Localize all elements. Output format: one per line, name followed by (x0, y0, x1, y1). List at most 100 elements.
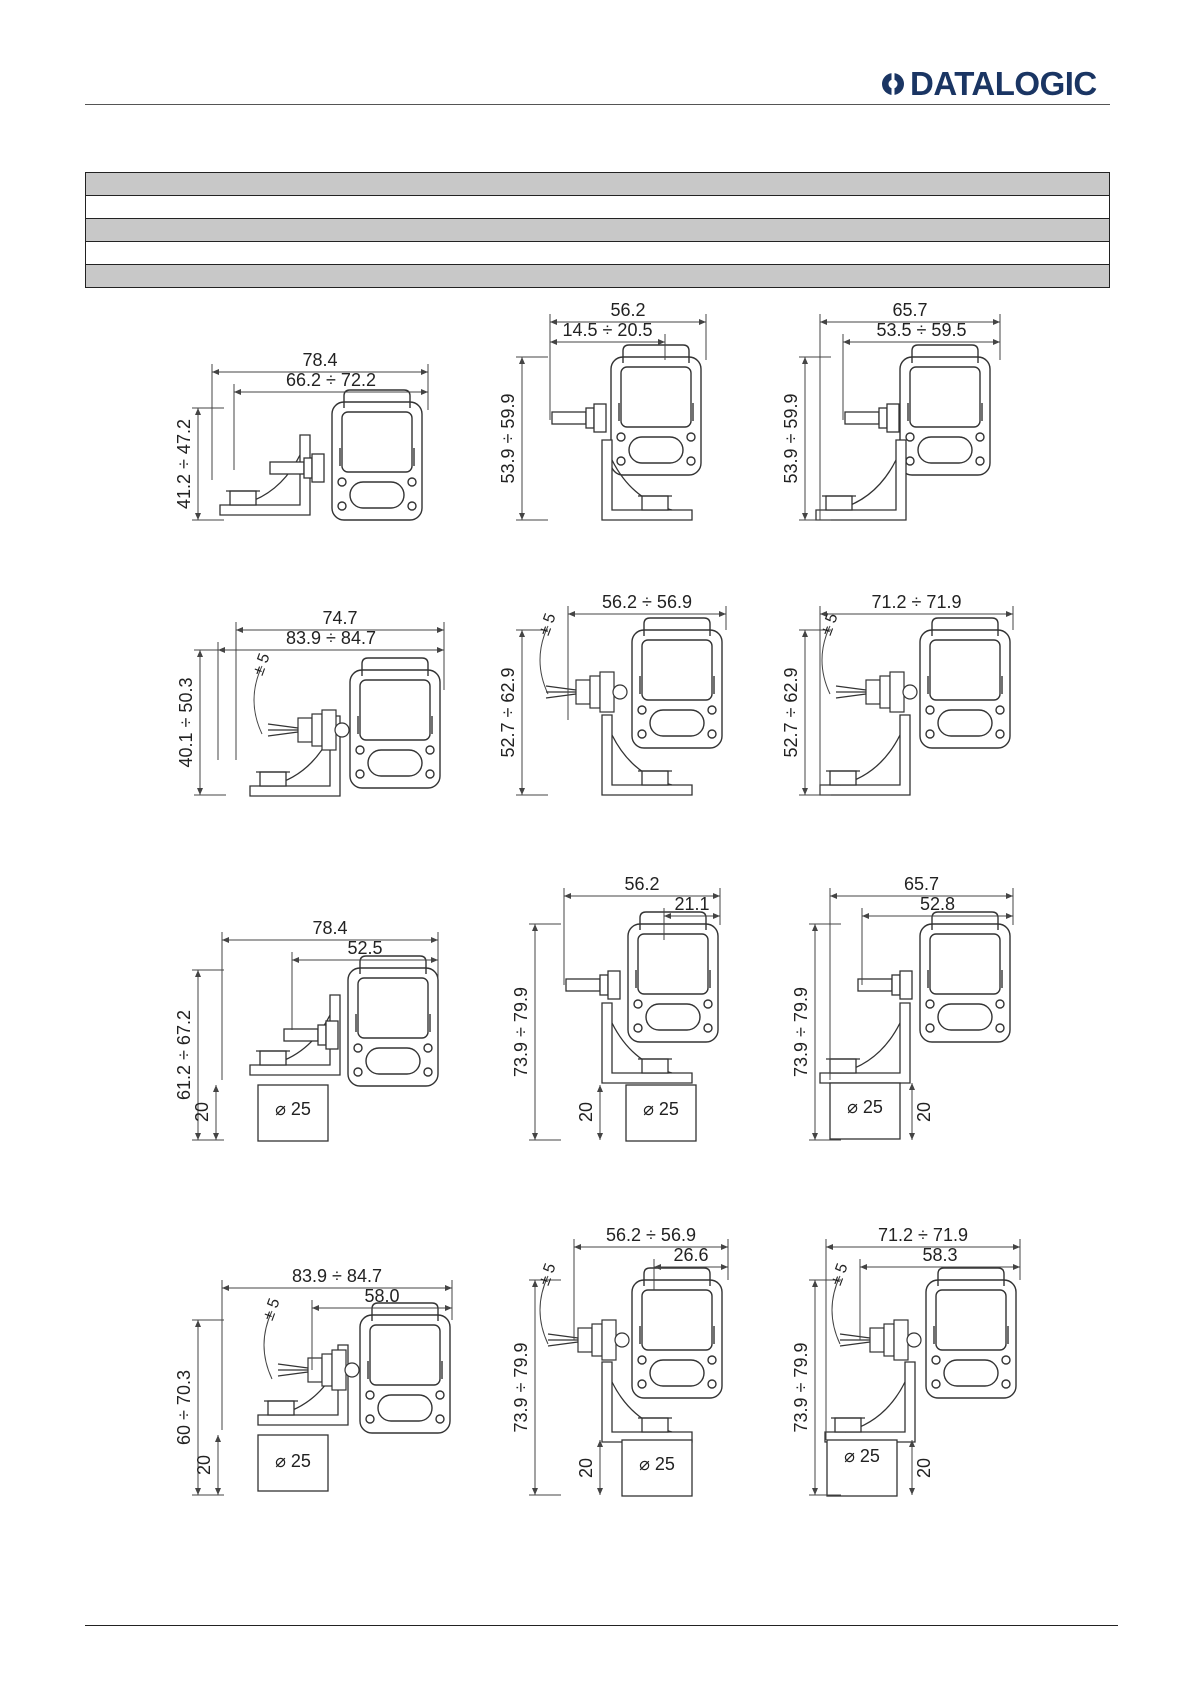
dimension-arrow (862, 913, 869, 919)
dimension-arrow (437, 647, 444, 653)
dimension-arrow (550, 339, 557, 345)
dimension-label: 20 (192, 1102, 212, 1122)
dimension-arrow (236, 627, 243, 633)
dimension-arrow (597, 1133, 603, 1140)
dimension-arrow (550, 319, 557, 325)
dimension-label: 20 (194, 1455, 214, 1475)
dimension-label: ⌀ 25 (844, 1446, 880, 1466)
dimension-arrow (215, 1435, 221, 1442)
drawing-8: 56.221.173.9 ÷ 79.920⌀ 25 (511, 874, 721, 1142)
dimension-arrow (445, 1285, 452, 1291)
dimension-arrow (195, 408, 201, 415)
dimension-label: 20 (914, 1102, 934, 1122)
bracket (824, 1361, 916, 1443)
sensor-body (919, 911, 1011, 1043)
dimension-arrow (1006, 893, 1013, 899)
angle-arc (539, 625, 549, 695)
band-row-1 (85, 172, 1110, 196)
drawing-5: 56.2 ÷ 56.952.7 ÷ 62.9± 5 (498, 592, 727, 796)
dimension-arrow (909, 1488, 915, 1495)
dimension-label: 52.5 (347, 938, 382, 958)
dimension-arrow (802, 788, 808, 795)
sensor-body (919, 617, 1011, 749)
dimension-arrow (830, 893, 837, 899)
sensor-pin (269, 453, 325, 483)
dimension-label: 56.2 ÷ 56.9 (602, 592, 692, 612)
dimension-arrow (445, 1305, 452, 1311)
angle-arc (263, 1310, 273, 1380)
dimension-arrow (909, 1133, 915, 1140)
dimension-label: 73.9 ÷ 79.9 (511, 1343, 531, 1433)
footer-divider (85, 1625, 1118, 1626)
dimension-arrow (909, 1083, 915, 1090)
dimension-arrow (195, 970, 201, 977)
sensor-pin (565, 970, 621, 1000)
sensor-body (899, 344, 991, 476)
dimension-arrow (195, 1320, 201, 1327)
dimension-label: ± 5 (250, 651, 274, 678)
dimension-arrow (993, 339, 1000, 345)
datalogic-logo: DATALOGIC (880, 64, 1110, 104)
dimension-arrow (699, 319, 706, 325)
drawing-2: 56.214.5 ÷ 20.553.9 ÷ 59.9 (498, 300, 707, 521)
bracket (819, 1002, 911, 1084)
sensor-pin (551, 403, 607, 433)
dimension-arrow (532, 924, 538, 931)
dimension-arrow (597, 1488, 603, 1495)
band-row-4 (85, 242, 1110, 265)
dimension-arrow (213, 1085, 219, 1092)
dimension-label: 74.7 (322, 608, 357, 628)
dimension-arrow (993, 319, 1000, 325)
dimension-label: ⌀ 25 (275, 1099, 311, 1119)
dimension-arrow (812, 1133, 818, 1140)
angle-arc (253, 665, 263, 735)
sensor-body (631, 617, 723, 749)
title-bands (85, 172, 1110, 288)
dimension-arrow (431, 957, 438, 963)
dimension-label: 52.7 ÷ 62.9 (781, 668, 801, 758)
dimension-arrow (802, 630, 808, 637)
sensor-pivot (835, 671, 918, 713)
dimension-label: 78.4 (312, 918, 347, 938)
dimension-arrow (802, 513, 808, 520)
logo-wordmark: DATALOGIC (910, 65, 1097, 102)
band-row-3 (85, 219, 1110, 242)
dimension-arrow (574, 1244, 581, 1250)
dimension-label: 53.9 ÷ 59.9 (781, 394, 801, 484)
dimension-label: ⌀ 25 (639, 1454, 675, 1474)
drawing-11: 56.2 ÷ 56.926.673.9 ÷ 79.920⌀ 25± 5 (511, 1225, 729, 1497)
dimension-label: 73.9 ÷ 79.9 (511, 987, 531, 1077)
dimension-arrow (719, 611, 726, 617)
dimension-label: 56.2 (624, 874, 659, 894)
dimension-arrow (431, 937, 438, 943)
sensor-pivot (839, 1319, 922, 1361)
dimension-arrow (519, 788, 525, 795)
sensor-body (925, 1267, 1017, 1399)
dimension-label: 53.9 ÷ 59.9 (498, 394, 518, 484)
dimension-arrow (713, 913, 720, 919)
dimension-label: 83.9 ÷ 84.7 (286, 628, 376, 648)
dimension-arrow (812, 1488, 818, 1495)
dimension-arrow (1013, 1244, 1020, 1250)
dimension-arrow (222, 1285, 229, 1291)
dimension-label: 73.9 ÷ 79.9 (791, 987, 811, 1077)
dimension-arrow (843, 339, 850, 345)
dimension-label: ⌀ 25 (275, 1451, 311, 1471)
dimension-arrow (658, 339, 665, 345)
dimension-arrow (664, 913, 671, 919)
dimension-label: ± 5 (536, 1261, 560, 1288)
dimension-label: 71.2 ÷ 71.9 (878, 1225, 968, 1245)
drawing-1: 78.466.2 ÷ 72.241.2 ÷ 47.2 (174, 350, 429, 521)
drawing-12: 71.2 ÷ 71.958.373.9 ÷ 79.920⌀ 25± 5 (791, 1225, 1021, 1497)
drawing-7: 78.452.561.2 ÷ 67.220⌀ 25 (174, 918, 439, 1142)
dimension-label: 20 (576, 1102, 596, 1122)
dimension-label: ± 5 (818, 611, 842, 638)
dimension-arrow (802, 357, 808, 364)
dimension-arrow (195, 513, 201, 520)
dimension-label: 52.7 ÷ 62.9 (498, 668, 518, 758)
dimension-label: ± 5 (828, 1261, 852, 1288)
sensor-pivot (545, 671, 628, 713)
datalogic-logo-icon (882, 72, 904, 96)
dimension-arrow (812, 1280, 818, 1287)
